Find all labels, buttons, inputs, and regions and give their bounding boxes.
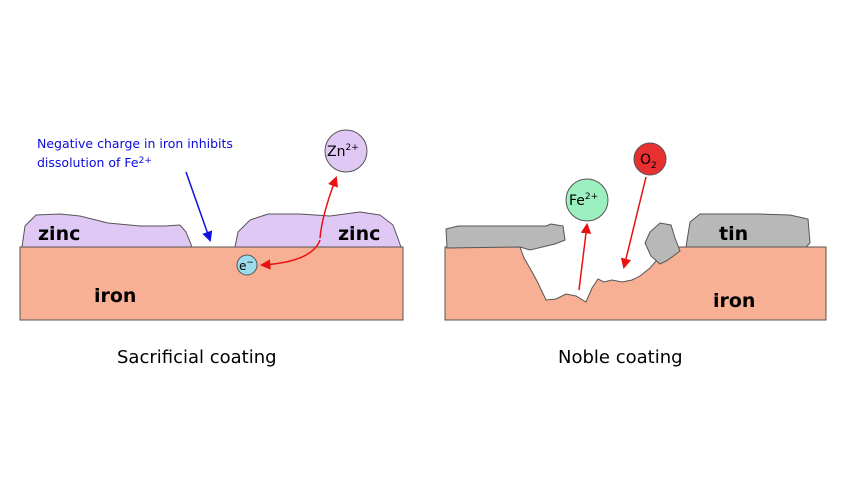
electron-label: e− <box>239 258 254 273</box>
sacrificial-iron-block <box>19 246 404 321</box>
electron-arrow <box>259 239 321 270</box>
noble-panel: tin iron Fe2+ O2 Noble coating <box>444 142 827 368</box>
zinc-label-right: zinc <box>338 223 380 245</box>
tin-label: tin <box>719 223 748 245</box>
noble-caption: Noble coating <box>558 347 683 368</box>
tin-coating-right <box>685 213 811 248</box>
iron-ion-arrow <box>578 222 592 291</box>
noble-iron-block <box>444 246 827 321</box>
oxygen-arrow <box>620 176 647 270</box>
zinc-coating-left <box>21 213 193 248</box>
inhibition-note-line1: Negative charge in iron inhibits <box>37 136 233 151</box>
zinc-ion-label: Zn2+ <box>327 143 359 160</box>
tin-flake <box>644 222 681 265</box>
sacrificial-caption: Sacrificial coating <box>117 347 277 368</box>
iron-ion <box>565 178 609 222</box>
oxygen-label: O2 <box>640 152 657 171</box>
zinc-coating-right <box>234 211 402 248</box>
zinc-ion-arrow <box>319 176 338 239</box>
iron-label-left: iron <box>94 285 136 307</box>
tin-coating-left <box>445 223 566 251</box>
sacrificial-panel: zinc zinc iron Zn2+ e− Negative charge i… <box>19 129 404 368</box>
inhibition-arrow <box>185 171 213 242</box>
iron-ion-label: Fe2+ <box>569 192 598 209</box>
inhibition-note-line2: dissolution of Fe2+ <box>37 155 152 170</box>
oxygen-molecule <box>633 142 667 176</box>
zinc-ion <box>324 129 368 173</box>
electron <box>236 254 258 276</box>
iron-label-right: iron <box>713 290 755 312</box>
zinc-label-left: zinc <box>38 223 80 245</box>
